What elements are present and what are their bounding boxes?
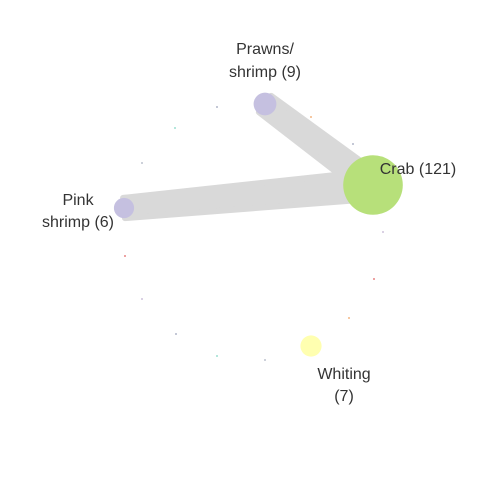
labels-layer: Crab (121) Pink shrimp (6) Prawns/shrimp (9…	[42, 41, 456, 405]
node-label-whiting: Whiting	[317, 366, 370, 383]
nodes-layer	[113, 92, 403, 357]
node-label-crab: Crab (121)	[380, 161, 456, 178]
minor-node	[124, 255, 126, 257]
minor-node	[141, 162, 143, 164]
node-label-prawns-shrimp: Prawns/	[236, 41, 294, 58]
node-label-pink-shrimp: shrimp (6)	[42, 214, 114, 231]
minor-node	[352, 143, 354, 145]
node-crab	[343, 155, 403, 215]
minor-node	[216, 106, 218, 108]
node-label-whiting: (7)	[334, 388, 354, 405]
minor-node	[216, 355, 218, 357]
edges-layer	[120, 92, 384, 222]
minor-node	[175, 333, 177, 335]
minor-nodes-layer	[124, 106, 384, 361]
node-pink-shrimp	[113, 197, 135, 219]
minor-node	[348, 317, 350, 319]
minor-node	[310, 116, 312, 118]
minor-node	[373, 278, 375, 280]
node-label-pink-shrimp: Pink	[62, 192, 94, 209]
node-whiting	[300, 335, 322, 357]
edge-pink-shrimp-crab	[120, 168, 378, 222]
minor-node	[382, 231, 384, 233]
minor-node	[264, 359, 266, 361]
minor-node	[174, 127, 176, 129]
minor-node	[141, 298, 143, 300]
node-label-prawns-shrimp: shrimp (9)	[229, 64, 301, 81]
node-prawns-shrimp	[253, 92, 277, 116]
